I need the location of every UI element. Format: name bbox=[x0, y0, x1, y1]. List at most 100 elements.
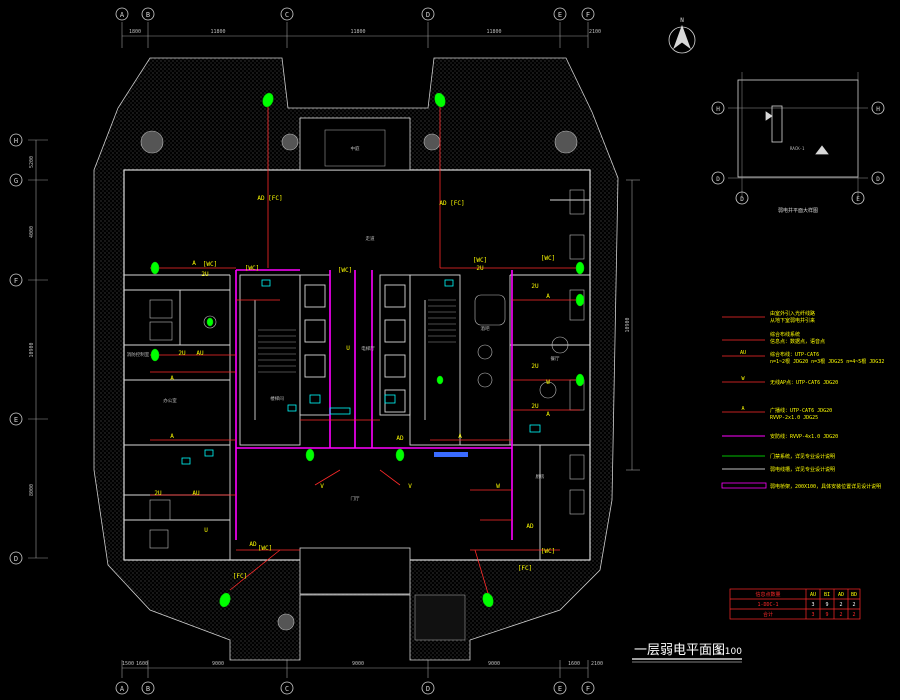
grid-label: B bbox=[146, 11, 150, 19]
svg-text:信息点数量: 信息点数量 bbox=[755, 591, 780, 598]
grid-bubble-labels-top: A B C D E F bbox=[120, 11, 590, 19]
detail-room-label: RACK-1 bbox=[790, 146, 805, 151]
grid-label: H bbox=[14, 137, 18, 145]
label-ad-fc: AD [FC] bbox=[439, 200, 464, 207]
label-2u: 2U bbox=[476, 265, 484, 272]
room-label: 走道 bbox=[366, 235, 375, 242]
svg-text:5200: 5200 bbox=[29, 156, 35, 168]
label-wc: [WC] bbox=[338, 267, 352, 274]
svg-text:D: D bbox=[876, 176, 880, 183]
grid-label: D bbox=[14, 555, 18, 563]
label-au: AU bbox=[196, 350, 204, 357]
title-scale: 1:100 bbox=[716, 647, 742, 657]
label-w: W bbox=[546, 379, 550, 386]
label-wc: [WC] bbox=[245, 265, 259, 272]
legend-text: 无线AP点：UTP-CAT6 JDG20 bbox=[770, 379, 838, 386]
grid-label: C bbox=[285, 685, 289, 693]
grid-label: A bbox=[120, 11, 125, 19]
svg-text:11800: 11800 bbox=[486, 29, 501, 35]
label-ad: AD bbox=[249, 541, 257, 548]
north-label: N bbox=[680, 17, 684, 24]
dimension-texts: 1800 11800 11800 11800 2100 1500 1600 90… bbox=[29, 29, 631, 667]
svg-text:E: E bbox=[856, 196, 860, 203]
label-wc: [WC] bbox=[541, 255, 555, 262]
label-fc: [FC] bbox=[518, 565, 532, 572]
label-2u: 2U bbox=[201, 271, 209, 278]
svg-text:9000: 9000 bbox=[212, 661, 224, 667]
north-entrance bbox=[299, 117, 411, 171]
drawing-title: 一层弱电平面图 1:100 bbox=[632, 643, 742, 663]
label-2u: 2U bbox=[531, 363, 539, 370]
grid-bubbles-top bbox=[115, 7, 595, 21]
legend-symbol: AU bbox=[740, 350, 746, 356]
room-label: 电梯厅 bbox=[361, 345, 375, 352]
svg-text:9: 9 bbox=[825, 602, 828, 608]
svg-text:8000: 8000 bbox=[29, 484, 35, 496]
label-2u: 2U bbox=[178, 350, 186, 357]
north-arrow bbox=[668, 24, 696, 54]
grid-label: F bbox=[586, 11, 590, 19]
svg-text:9000: 9000 bbox=[488, 661, 500, 667]
svg-text:合计: 合计 bbox=[763, 611, 773, 618]
room-label: 消防控制室 bbox=[127, 351, 150, 358]
label-au: AU bbox=[192, 490, 200, 497]
legend-text: 门禁系统，详见专业设计说明 bbox=[770, 453, 835, 460]
legend-text: 弱电桥架，200X100，具体安装位置详见设计说明 bbox=[770, 483, 881, 490]
grid-bubble-top-3 bbox=[280, 7, 294, 21]
svg-text:2100: 2100 bbox=[591, 661, 603, 667]
grid-label: D bbox=[426, 685, 430, 693]
svg-text:2: 2 bbox=[839, 612, 842, 618]
label-2u: 2U bbox=[154, 490, 162, 497]
svg-text:D: D bbox=[716, 176, 720, 183]
room-label: 酒吧 bbox=[481, 325, 490, 332]
label-ad-fc: AD [FC] bbox=[257, 195, 282, 202]
legend-text: RVVP-2x1.0 JDG25 bbox=[770, 415, 818, 421]
label-wc: [WC] bbox=[203, 261, 217, 268]
grid-label: B bbox=[146, 685, 150, 693]
svg-text:AD: AD bbox=[838, 592, 844, 598]
grid-bubble-top-4 bbox=[421, 7, 435, 21]
svg-text:11800: 11800 bbox=[350, 29, 365, 35]
grid-label: A bbox=[120, 685, 125, 693]
legend-text: 由室外引入光纤线路 bbox=[770, 310, 815, 317]
svg-text:4000: 4000 bbox=[29, 226, 35, 238]
legend-text: 从地下室弱电井引来 bbox=[770, 317, 815, 324]
legend-symbol: W bbox=[741, 376, 745, 382]
room-label: 楼梯间 bbox=[270, 395, 284, 402]
label-wc: [WC] bbox=[473, 257, 487, 264]
svg-text:2100: 2100 bbox=[589, 29, 601, 35]
label-fc: [FC] bbox=[233, 573, 247, 580]
svg-text:2: 2 bbox=[839, 602, 842, 608]
stairs bbox=[258, 299, 456, 373]
label-a: A bbox=[192, 260, 196, 267]
point-count-table bbox=[729, 588, 861, 620]
north-canopy bbox=[324, 129, 386, 167]
cable-labels: AD [FC] AD [FC] [WC] [WC] [WC] [WC] [WC]… bbox=[154, 195, 555, 580]
cable-runs bbox=[150, 100, 580, 601]
room-label: 中庭 bbox=[351, 145, 360, 152]
legend-text: 安防线：RVVP-4x1.0 JDG20 bbox=[770, 433, 838, 440]
label-a: A bbox=[458, 433, 462, 440]
grid-bubble-labels-left: H G F E D bbox=[14, 137, 18, 563]
detail-grid-labels: H H D D D E bbox=[716, 106, 880, 203]
grid-label: E bbox=[558, 685, 562, 693]
svg-text:10900: 10900 bbox=[29, 342, 35, 357]
grid-label: F bbox=[14, 277, 18, 285]
grid-label: E bbox=[14, 416, 18, 424]
grid-bubbles-left bbox=[9, 133, 23, 565]
label-wc: [WC] bbox=[541, 548, 555, 555]
grid-bubble-top-5 bbox=[553, 7, 567, 21]
label-2u: 2U bbox=[531, 283, 539, 290]
table-text: 信息点数量 AU BI AD BD 1-DDC-1 3 9 2 2 合计 3 9… bbox=[755, 591, 857, 618]
svg-text:H: H bbox=[716, 106, 720, 113]
detail-drawing bbox=[711, 72, 885, 205]
label-v: V bbox=[320, 483, 324, 490]
svg-text:H: H bbox=[876, 106, 880, 113]
legend-text: 广播线：UTP-CAT6 JDG20 bbox=[770, 407, 832, 414]
svg-text:10900: 10900 bbox=[625, 317, 631, 332]
cable-trays bbox=[235, 269, 513, 540]
svg-text:11800: 11800 bbox=[210, 29, 225, 35]
room-label: 厨房 bbox=[536, 473, 545, 480]
label-u: U bbox=[346, 345, 350, 352]
grid-label: F bbox=[586, 685, 590, 693]
